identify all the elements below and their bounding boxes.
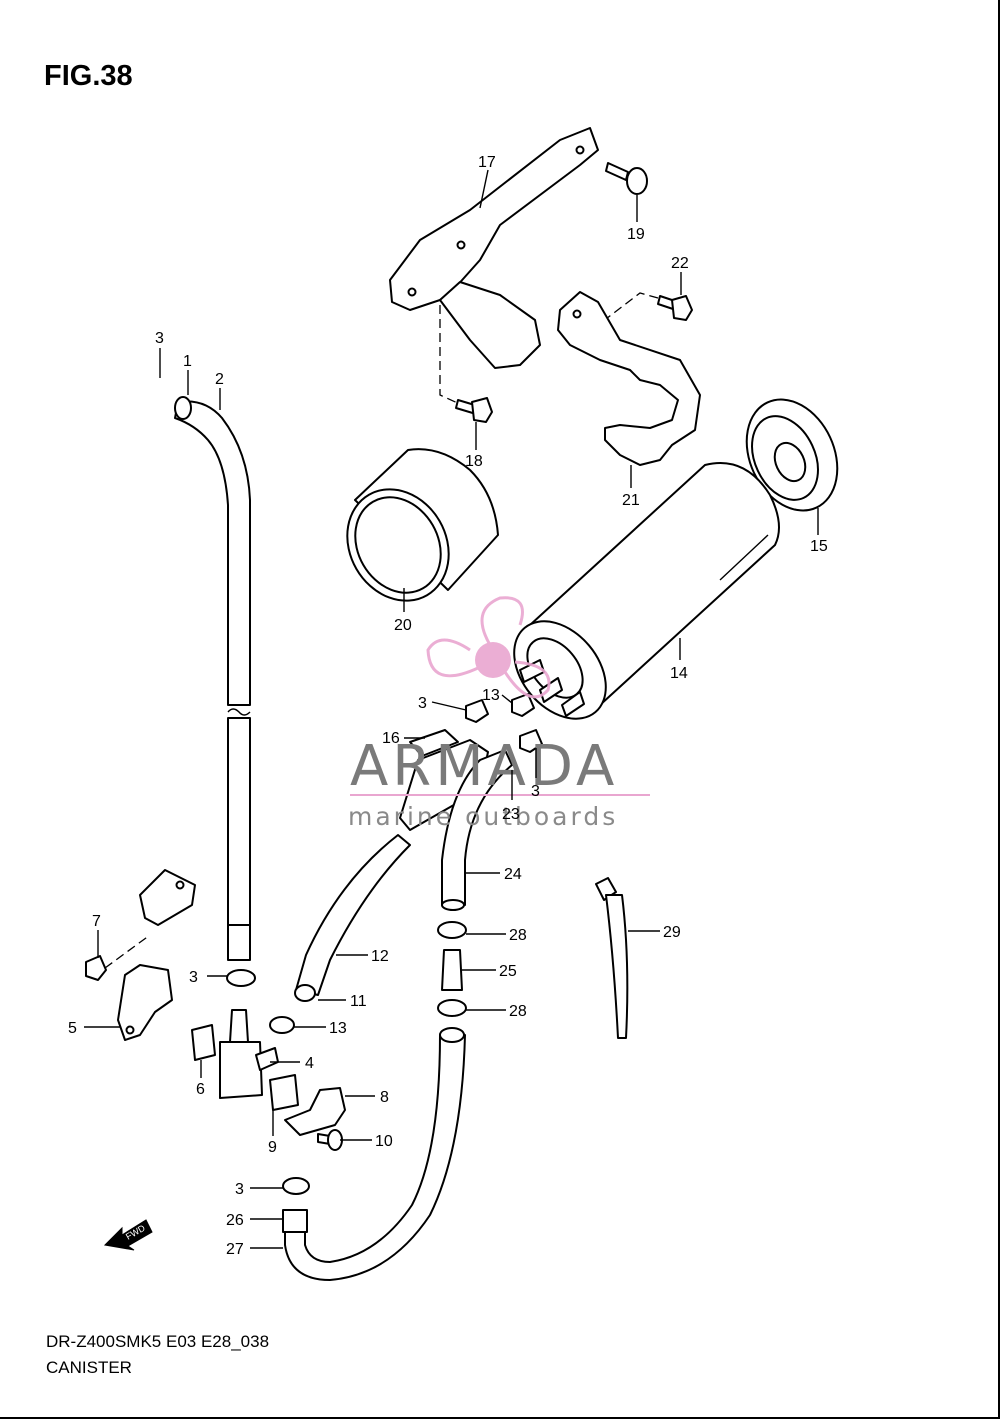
leader-dash-7 (104, 934, 151, 969)
fwd-arrow-icon: FWD (103, 1219, 153, 1251)
callout-25: 25 (499, 963, 517, 980)
callout-3-b: 3 (418, 695, 427, 712)
clamp-8 (284, 1087, 346, 1136)
clamp-28-top (437, 921, 467, 939)
callout-labels: 3 1 2 17 19 22 18 21 15 20 14 3 13 16 3 … (68, 154, 828, 1258)
callout-28: 28 (509, 927, 527, 944)
clamp-3-d (282, 1177, 310, 1195)
callout-16: 16 (382, 730, 400, 747)
callout-19: 19 (627, 226, 645, 243)
holder-21 (557, 291, 701, 466)
callout-1: 1 (183, 353, 192, 370)
cover-20 (346, 448, 499, 602)
callout-2: 2 (215, 371, 224, 388)
callout-10: 10 (375, 1133, 393, 1150)
callout-23: 23 (502, 806, 520, 823)
watermark-tagline: marine outboards (348, 802, 618, 831)
callout-3: 3 (155, 330, 164, 347)
callout-21: 21 (622, 492, 640, 509)
callout-3-d: 3 (189, 969, 198, 986)
callout-18: 18 (465, 453, 483, 470)
callout-13-b: 13 (329, 1020, 347, 1037)
callout-7: 7 (92, 913, 101, 930)
clamp-28-bottom (437, 999, 467, 1017)
figure-title: FIG.38 (44, 60, 133, 92)
callout-22: 22 (671, 255, 689, 272)
callout-3-c: 3 (531, 783, 540, 800)
clamp-3-a (465, 699, 489, 723)
callout-17: 17 (478, 154, 496, 171)
figure-name: CANISTER (46, 1358, 132, 1377)
callout-14: 14 (670, 665, 688, 682)
callout-24: 24 (504, 866, 522, 883)
callout-3-e: 3 (235, 1181, 244, 1198)
watermark-brand: ARMADA (350, 734, 618, 799)
callout-28-b: 28 (509, 1003, 527, 1020)
bolt-7 (85, 955, 107, 981)
watermark-logo (426, 596, 551, 699)
cable-tie-29 (595, 877, 629, 1039)
callout-29: 29 (663, 924, 681, 941)
callout-4: 4 (305, 1055, 314, 1072)
hose-2 (174, 396, 251, 961)
callout-27: 27 (226, 1241, 244, 1258)
bracket-5 (117, 869, 196, 1041)
hose-27 (282, 1027, 466, 1281)
cushion-6 (191, 1024, 216, 1061)
callout-20: 20 (394, 617, 412, 634)
screw-10 (317, 1129, 343, 1151)
hose-24 (441, 749, 513, 911)
valve-4 (219, 1009, 279, 1099)
callout-12: 12 (371, 948, 389, 965)
clamp-13-b (269, 1016, 295, 1034)
callout-13: 13 (482, 687, 500, 704)
cushion-9 (269, 1074, 299, 1111)
leader-dash-22 (601, 292, 659, 323)
bolt-22 (657, 295, 693, 321)
joint-25 (441, 949, 463, 991)
callout-9: 9 (268, 1139, 277, 1156)
callout-6: 6 (196, 1081, 205, 1098)
canister-14 (513, 462, 780, 720)
callout-15: 15 (810, 538, 828, 555)
clamp-3-c (226, 969, 256, 987)
hose-12 (294, 834, 411, 1002)
bolt-18 (455, 397, 493, 423)
callout-5: 5 (68, 1020, 77, 1037)
callout-26: 26 (226, 1212, 244, 1229)
callout-11: 11 (350, 993, 367, 1010)
callout-8: 8 (380, 1089, 389, 1106)
model-code: DR-Z400SMK5 E03 E28_038 (46, 1332, 270, 1351)
screw-19 (605, 162, 648, 195)
bracket-17 (389, 127, 599, 369)
leader-dash-18 (439, 305, 463, 406)
leader-lines (84, 169, 819, 1249)
cap-15 (745, 398, 839, 512)
